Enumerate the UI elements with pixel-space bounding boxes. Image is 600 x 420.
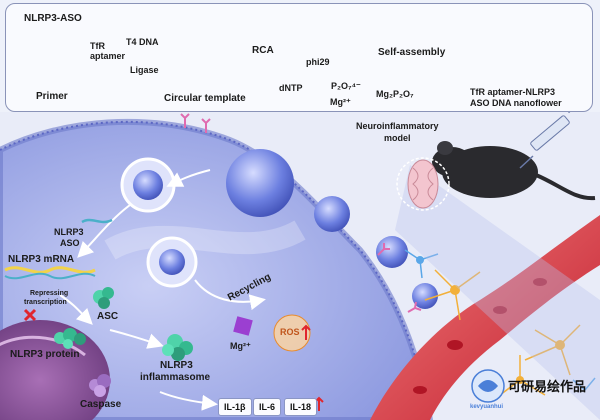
blood-vessel [370,215,600,420]
label-ligase-line2: Ligase [130,65,159,75]
label-model-line2: model [384,133,411,143]
watermark-text: 可研易绘作品 [508,379,587,394]
label-dntp: dNTP [279,83,303,93]
label-mg2p2o7: Mg₂P₂O₇ [376,89,414,99]
label-nlrp3-aso: NLRP3-ASO [24,13,82,24]
caspase-blob [89,374,111,397]
watermark-logo [471,369,505,403]
endosome-2-nanoflower [159,249,185,275]
red-blood-cells [413,278,547,394]
microglia-body [416,256,424,264]
label-p2o7: P₂O₇⁴⁻ [331,81,361,91]
watermark-ribbon [104,220,306,260]
label-ros: ROS [280,327,300,337]
label-cell-mg: Mg²⁺ [230,341,251,351]
label-caspase: Caspase [80,399,122,410]
label-nanoflower-line1: TfR aptamer-NLRP3 [470,87,556,97]
arrow-endocytosis [166,169,211,187]
neuron-body-2 [555,340,565,350]
label-cell-nlrp3: NLRP3 [54,227,84,237]
endosome-1-nanoflower [133,170,163,200]
arrow-recycling [194,279,266,311]
cytokine-il1b: IL-1β [218,398,252,416]
label-phi29: phi29 [306,57,330,67]
arrow-protein-to-inflammasome [109,329,164,349]
label-transcription: transcription [24,299,67,306]
membrane-nanoflower-1 [314,196,350,232]
membrane-nanoflower-3 [412,283,438,309]
brain [407,159,439,209]
mrna-strand [4,266,96,274]
label-mg: Mg²⁺ [330,97,351,107]
tfr-receptors [180,113,422,313]
label-circular-template: Circular template [164,93,246,104]
mouse [432,141,596,201]
label-inflammasome-line1: NLRP3 [160,360,193,371]
brain-highlight-circle [396,157,450,211]
mg-ion-cube [233,316,253,336]
aso-bound-strand [4,272,96,280]
arrow-release-aso [77,204,131,258]
neuron-body-3 [516,376,524,384]
label-primer: Primer [36,91,68,102]
neuron-network [424,269,581,396]
label-tfr-aptamer: TfR aptamer [90,41,126,61]
neuron-body-1 [450,285,460,295]
synthesis-panel [5,3,593,112]
inflammasome-blob [162,334,193,361]
logo-text: kevyuanhui [470,404,504,410]
arrow-to-cytokines [159,391,218,411]
nlrp3-protein-blob [54,328,86,349]
label-rca: RCA [252,45,274,56]
label-cell-aso: ASO [60,238,80,248]
released-aso [81,218,113,224]
cell-membrane [0,120,431,420]
label-asc: ASC [97,311,119,322]
nuclear-envelope [0,335,86,357]
repress-x-icon [23,308,37,322]
arrow-mrna-to-protein [59,294,93,325]
label-model-line1: Neuroinflammatory [356,121,439,131]
label-nanoflower-line2: ASO DNA nanoflower [470,98,562,108]
ros-up-arrow-icon [301,324,311,340]
label-nlrp3-mrna: NLRP3 mRNA [8,254,75,265]
asc-protein [93,287,114,309]
label-nlrp3-protein: NLRP3 protein [10,349,80,360]
label-self-assembly: Self-assembly [378,47,446,58]
label-inflammasome-line2: inflammasome [140,372,211,383]
cytokine-il18: IL-18 [284,398,318,416]
label-repressing: Repressing [30,290,69,297]
zoom-cone [395,165,600,420]
cytokine-il6: IL-6 [253,398,282,416]
nucleus [0,320,110,420]
membrane-nanoflower-large [226,149,294,217]
label-ligase-line1: T4 DNA [126,37,159,47]
ros-bubble [273,314,311,352]
